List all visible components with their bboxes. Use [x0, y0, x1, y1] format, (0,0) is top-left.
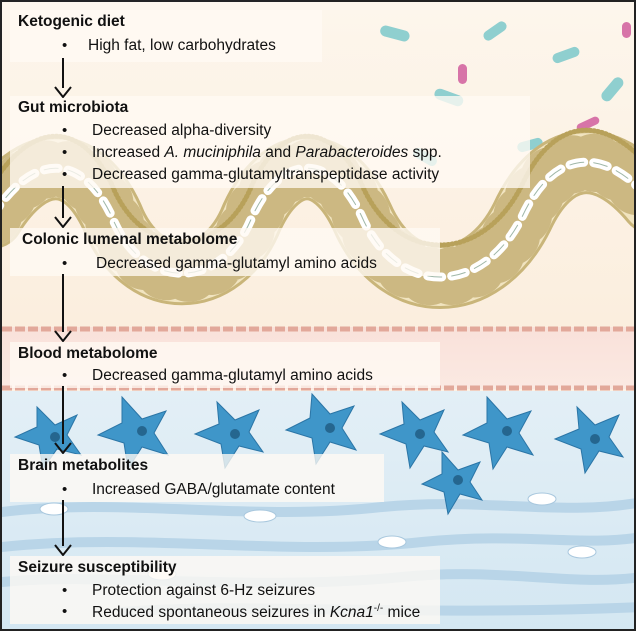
heading-brain-metabolites: Brain metabolites — [18, 457, 149, 474]
text-segment: High fat, low carbohydrates — [88, 37, 276, 54]
heading-ketogenic-diet: Ketogenic diet — [18, 13, 125, 30]
item-6hz-seizures: Protection against 6-Hz seizures — [92, 582, 315, 600]
panel-brain-metabolites — [10, 454, 384, 502]
heading-colonic-lumenal-metabolome: Colonic lumenal metabolome — [22, 231, 238, 248]
bullet-mark: • — [62, 37, 68, 54]
bullet-mark: • — [62, 582, 68, 599]
item-blood-gamma-glutamyl: Decreased gamma-glutamyl amino acids — [92, 367, 373, 385]
text-segment: Decreased gamma-glutamyl amino acids — [96, 255, 377, 272]
item-gamma-glutamyltranspeptidase: Decreased gamma-glutamyltranspeptidase a… — [92, 166, 439, 184]
panel-gut-microbiota — [10, 96, 530, 188]
item-akkermansia-parabacteroides: Increased A. muciniphila and Parabactero… — [92, 144, 442, 162]
text-segment: mice — [383, 604, 421, 622]
text-segment: spp. — [408, 144, 442, 161]
bullet-mark: • — [62, 603, 68, 620]
bullet-mark: • — [62, 481, 68, 498]
panel-colonic-metabolome — [10, 228, 440, 276]
italic-text: Parabacteroides — [295, 144, 409, 161]
item-kcna1-mice: Reduced spontaneous seizures in Kcna1-/-… — [92, 603, 420, 622]
arrow-microbiota-to-colonic — [54, 186, 72, 228]
arrow-brain-to-seizure — [54, 500, 72, 556]
italic-text: Kcna1 — [329, 604, 374, 622]
text-segment: Reduced spontaneous seizures in — [92, 604, 330, 622]
panel-ketogenic-diet — [10, 10, 322, 62]
italic-text: A. muciniphila — [164, 144, 261, 161]
heading-seizure-susceptibility: Seizure susceptibility — [18, 559, 177, 576]
text-segment: Decreased alpha-diversity — [92, 122, 272, 139]
bullet-mark: • — [62, 367, 68, 384]
text-segment: Increased — [92, 144, 165, 161]
text-segment: Increased GABA/glutamate content — [92, 481, 335, 498]
bullet-mark: • — [62, 122, 68, 139]
item-colonic-gamma-glutamyl: Decreased gamma-glutamyl amino acids — [96, 255, 377, 273]
arrow-diet-to-microbiota — [54, 58, 72, 98]
item-gaba-glutamate: Increased GABA/glutamate content — [92, 481, 335, 499]
text-segment: Decreased gamma-glutamyl amino acids — [92, 367, 373, 384]
item-high-fat: High fat, low carbohydrates — [88, 37, 276, 55]
text-segment: and — [260, 144, 296, 161]
heading-blood-metabolome: Blood metabolome — [18, 345, 158, 362]
panel-seizure-susceptibility — [10, 556, 440, 624]
bullet-mark: • — [62, 144, 68, 161]
neuron-icons — [13, 392, 625, 516]
arrow-colonic-to-blood — [54, 274, 72, 342]
item-alpha-diversity: Decreased alpha-diversity — [92, 122, 271, 140]
bullet-mark: • — [62, 255, 68, 272]
bullet-mark: • — [62, 166, 68, 183]
superscript-text: -/- — [373, 603, 384, 614]
text-segment: Protection against 6-Hz seizures — [92, 582, 316, 599]
heading-gut-microbiota: Gut microbiota — [18, 99, 129, 116]
arrow-blood-to-brain — [54, 386, 72, 454]
text-segment: Decreased gamma-glutamyltranspeptidase a… — [92, 166, 440, 183]
panel-blood-metabolome — [10, 342, 440, 388]
